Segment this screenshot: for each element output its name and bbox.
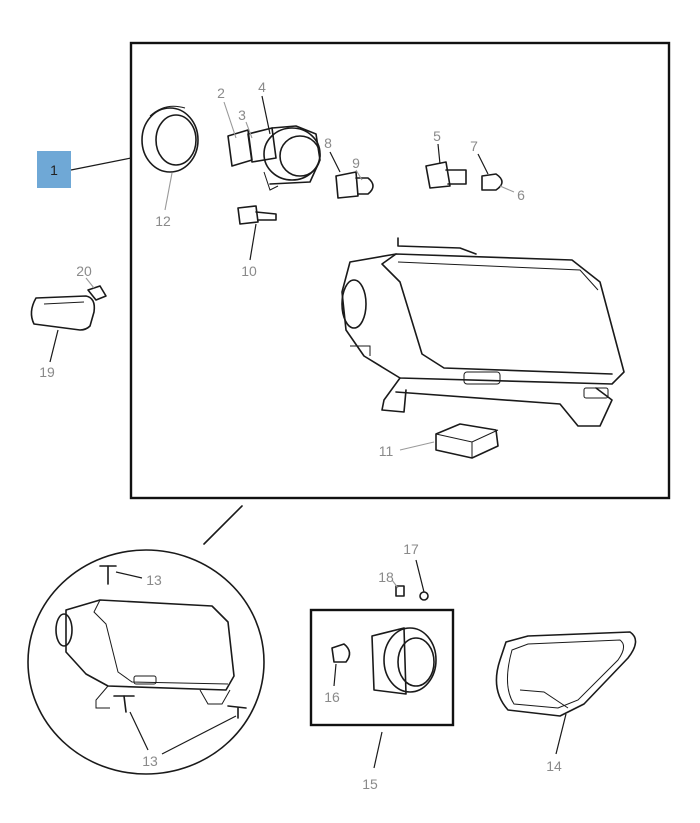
leader-16	[333, 663, 337, 687]
assembly-frame	[129, 41, 671, 500]
leader-11	[399, 441, 435, 451]
label-17: 17	[403, 541, 419, 557]
leader-20	[85, 277, 95, 289]
part-6-bulb[interactable]	[481, 173, 503, 191]
callout-1-leader	[70, 157, 132, 171]
label-8: 8	[324, 135, 332, 151]
part-12-bezel-ring[interactable]	[141, 105, 199, 173]
part-17-screw[interactable]	[419, 591, 429, 601]
label-9: 9	[352, 155, 360, 171]
label-11: 11	[379, 443, 394, 459]
part-19-side-marker[interactable]	[30, 295, 96, 331]
fog-lamp-frame	[309, 608, 455, 727]
part-18-clip[interactable]	[395, 585, 405, 597]
part-13-bolt-bottom-left[interactable]	[113, 695, 135, 713]
part-13-bolt-top[interactable]	[99, 565, 117, 585]
leader-2	[223, 101, 237, 139]
part-4-projector-module[interactable]	[227, 125, 321, 191]
leader-10	[249, 223, 257, 261]
label-20: 20	[76, 263, 92, 279]
callout-1-box[interactable]	[37, 151, 71, 188]
leader-3	[245, 121, 253, 139]
label-7: 7	[470, 138, 478, 154]
label-18: 18	[378, 569, 394, 585]
leader-13c	[161, 715, 237, 755]
leader-9	[355, 169, 363, 181]
part-9-bulb[interactable]	[335, 171, 374, 199]
headlamp-housing[interactable]	[341, 237, 625, 427]
leader-15	[373, 731, 383, 769]
leader-6	[499, 185, 515, 193]
leader-8	[329, 151, 341, 173]
label-12: 12	[155, 213, 171, 229]
zoom-connector	[203, 505, 243, 545]
label-14: 14	[546, 758, 562, 774]
label-2: 2	[217, 85, 225, 101]
detail-circle	[27, 549, 265, 775]
leader-4	[261, 95, 271, 135]
leader-7	[477, 153, 489, 175]
leader-13b	[129, 711, 149, 751]
part-10-socket[interactable]	[237, 205, 277, 225]
detail-headlamp[interactable]	[55, 599, 235, 709]
label-16: 16	[324, 689, 340, 705]
part-16-fog-bulb[interactable]	[331, 643, 351, 663]
part-14-fog-bezel[interactable]	[495, 631, 637, 717]
part-15-fog-lamp[interactable]	[371, 627, 437, 695]
part-11-control-module[interactable]	[435, 423, 499, 459]
leader-19	[49, 329, 59, 363]
leader-14	[555, 713, 567, 755]
part-20-marker-bulb[interactable]	[87, 285, 107, 301]
part-5-socket[interactable]	[425, 161, 467, 189]
label-15: 15	[362, 776, 378, 792]
label-19: 19	[39, 364, 55, 380]
label-10: 10	[241, 263, 257, 279]
label-13b: 13	[142, 753, 158, 769]
label-4: 4	[258, 79, 266, 95]
leader-12	[164, 172, 173, 211]
leader-18	[391, 579, 399, 589]
part-13-bolt-bottom-right[interactable]	[227, 705, 247, 719]
label-5: 5	[433, 128, 441, 144]
label-13a: 13	[146, 572, 162, 588]
label-6: 6	[517, 187, 525, 203]
callout-1-text: 1	[50, 162, 58, 178]
leader-5	[437, 143, 441, 165]
label-3: 3	[238, 107, 246, 123]
leader-17	[415, 559, 425, 593]
leader-13a	[115, 571, 143, 579]
